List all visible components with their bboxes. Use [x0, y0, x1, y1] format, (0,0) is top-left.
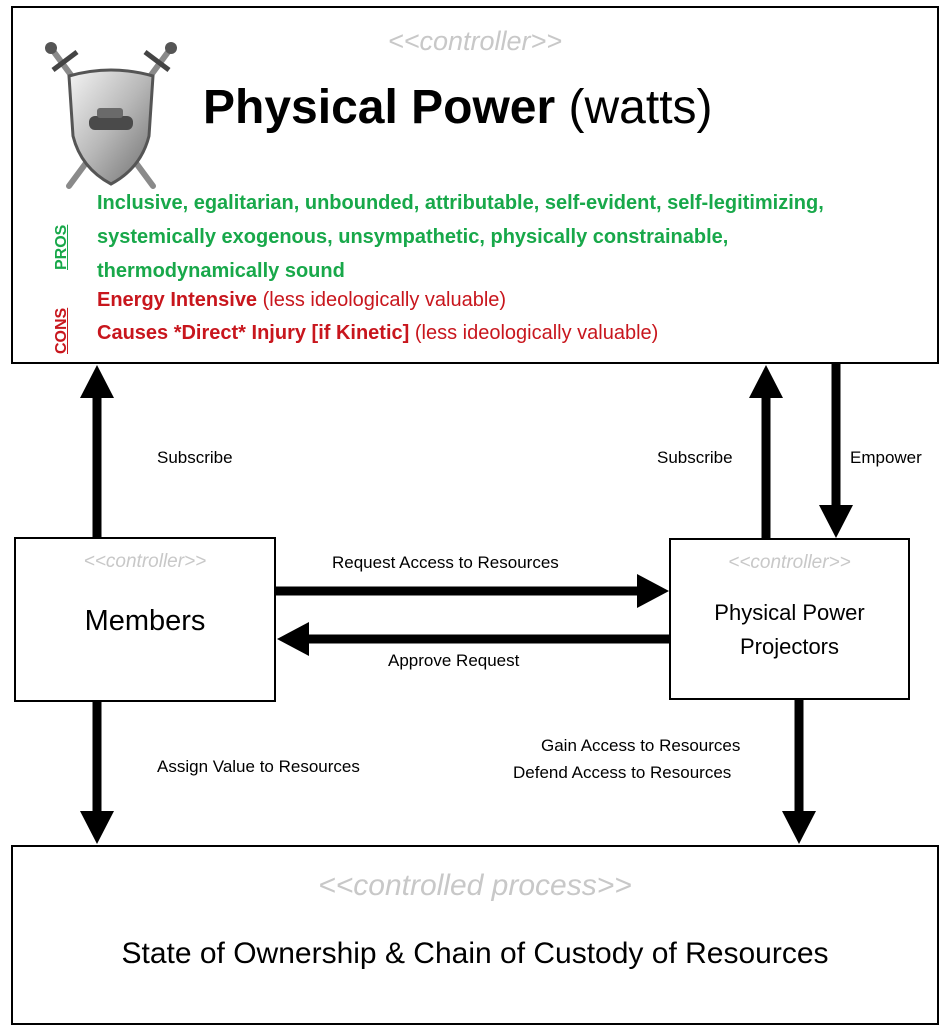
arrow-approve-request [277, 622, 669, 656]
cons-item-title: Energy Intensive [97, 289, 258, 311]
arrow-empower [819, 364, 853, 538]
edge-label-gain-access: Gain Access to Resources [541, 736, 741, 755]
edge-label-defend-access: Defend Access to Resources [513, 763, 732, 782]
stereotype-label: <<controller>> [387, 26, 563, 56]
edge-label-subscribe: Subscribe [157, 448, 233, 467]
stereotype-label: <<controller>> [728, 552, 851, 573]
projectors-label-line: Projectors [739, 634, 840, 659]
main-title-unit: (watts) [568, 81, 713, 134]
projectors-label-line: Physical Power [714, 600, 865, 625]
stereotype-label: <<controlled process>> [318, 869, 632, 902]
arrow-assign-value [80, 702, 114, 844]
cons-item: Energy Intensive (less ideologically val… [97, 289, 506, 312]
edge-label-subscribe: Subscribe [657, 448, 733, 467]
arrow-gain-defend-access [782, 700, 816, 844]
edge-label-approve-request: Approve Request [388, 651, 520, 670]
pros-text: Inclusive, egalitarian, unbounded, attri… [97, 192, 824, 282]
physical-power-box: <<controller>> Physical Power (watts) PR… [11, 6, 939, 364]
cons-item-title: Causes *Direct* Injury [if Kinetic] [97, 322, 410, 344]
cons-label: CONS [53, 307, 70, 354]
members-box: <<controller>> Members [14, 537, 276, 702]
arrow-request-access [276, 574, 669, 608]
cons-item-note: (less ideologically valuable) [262, 289, 507, 311]
arrow-projectors-subscribe [749, 365, 783, 538]
edge-label-request-access: Request Access to Resources [332, 553, 559, 572]
projectors-box: <<controller>> Physical Power Projectors [669, 538, 910, 700]
cons-item-note: (less ideologically valuable) [414, 322, 659, 344]
cons-item: Causes *Direct* Injury [if Kinetic] (les… [97, 322, 658, 345]
arrow-members-subscribe [80, 365, 114, 537]
controlled-process-box: <<controlled process>> State of Ownershi… [11, 845, 939, 1025]
edge-label-assign-value: Assign Value to Resources [157, 757, 360, 776]
stereotype-label: <<controller>> [83, 551, 207, 572]
main-title-bold: Physical Power [203, 81, 556, 134]
pros-label: PROS [53, 224, 70, 270]
process-label: State of Ownership & Chain of Custody of… [121, 937, 829, 970]
shield-with-crossed-swords-icon [45, 42, 177, 189]
main-title: Physical Power (watts) [203, 80, 713, 135]
members-label: Members [84, 605, 206, 637]
projectors-label: Physical Power Projectors [671, 596, 908, 664]
edge-label-empower: Empower [850, 448, 922, 467]
